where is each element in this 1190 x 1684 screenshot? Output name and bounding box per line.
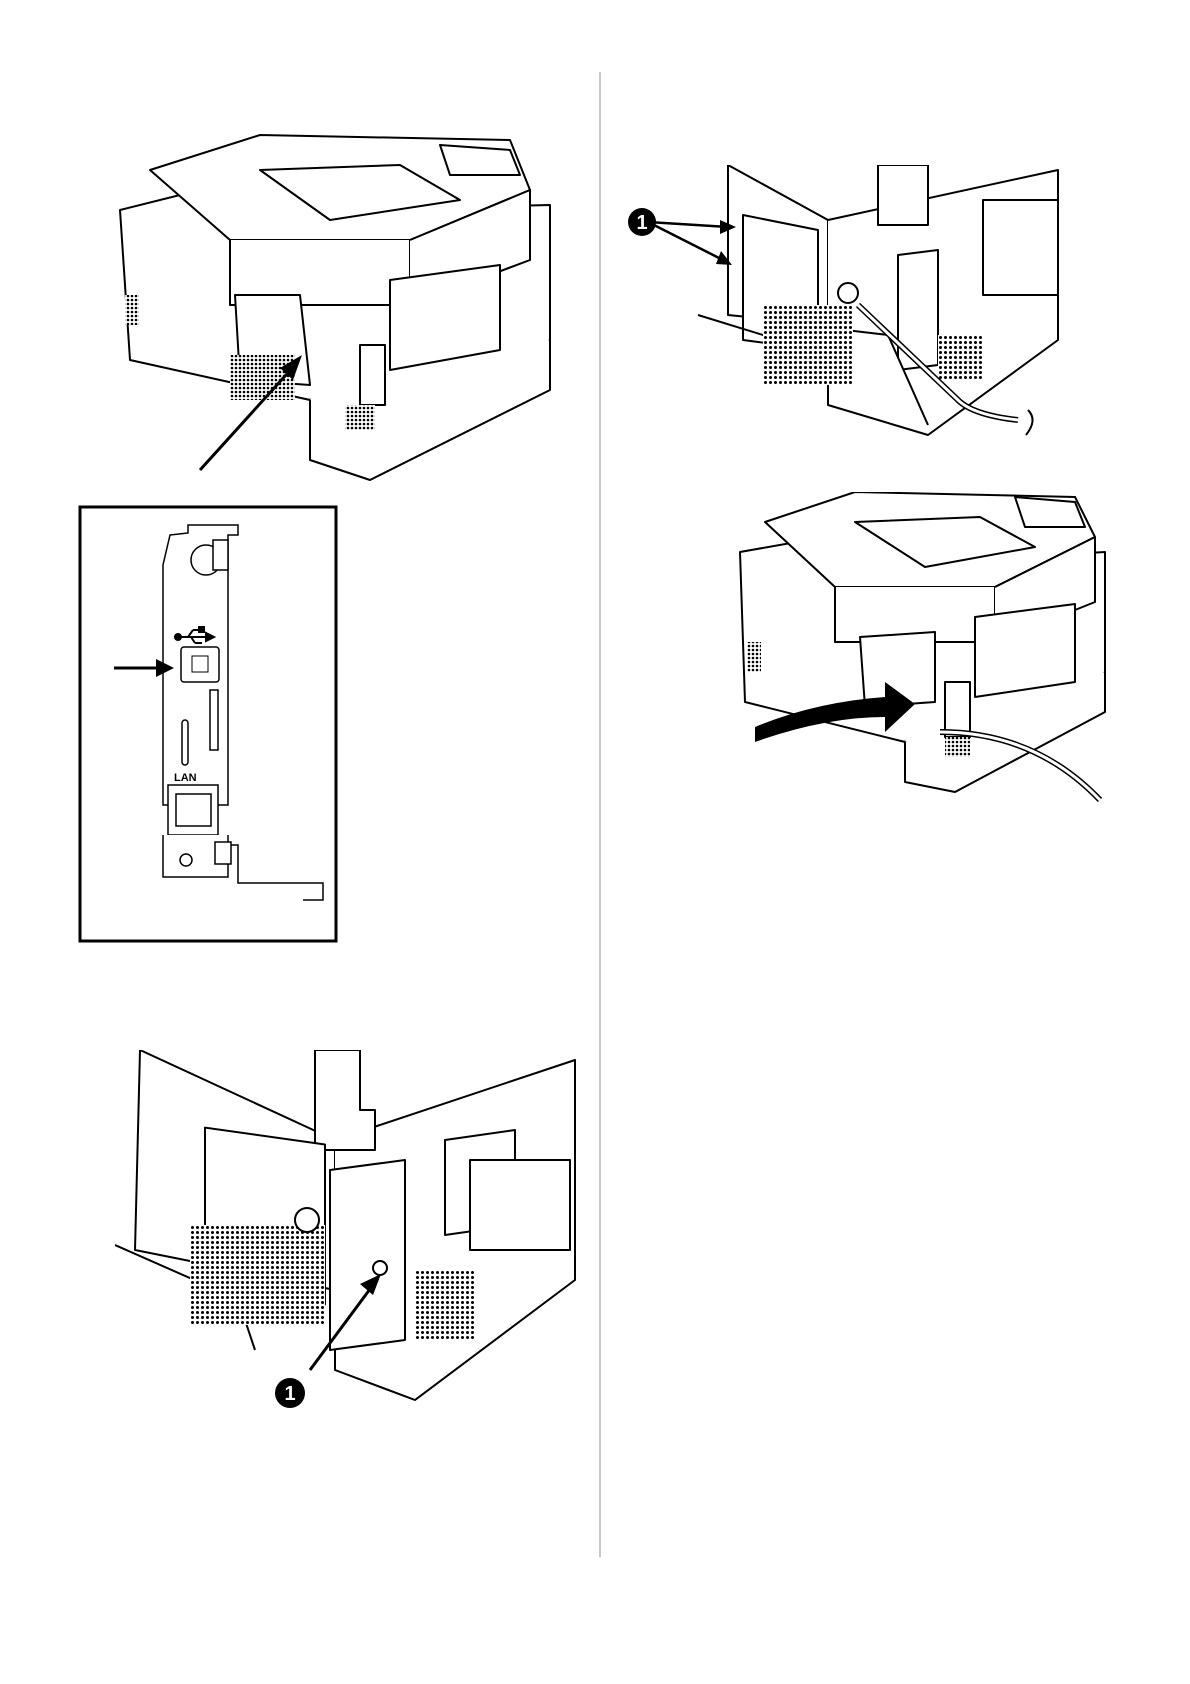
cover-tabs-closeup-illustration: 1 bbox=[628, 165, 1068, 450]
printer-cover-close-illustration bbox=[735, 492, 1120, 802]
callout-number-1: 1 bbox=[284, 1383, 295, 1405]
lan-port-label: LAN bbox=[174, 772, 197, 784]
cover-screw-closeup-illustration: 1 bbox=[115, 1050, 580, 1430]
column-divider bbox=[599, 72, 601, 1557]
interface-panel-inset: LAN bbox=[78, 505, 340, 945]
callout-number-1: 1 bbox=[636, 212, 647, 234]
printer-rear-illustration bbox=[110, 130, 580, 490]
